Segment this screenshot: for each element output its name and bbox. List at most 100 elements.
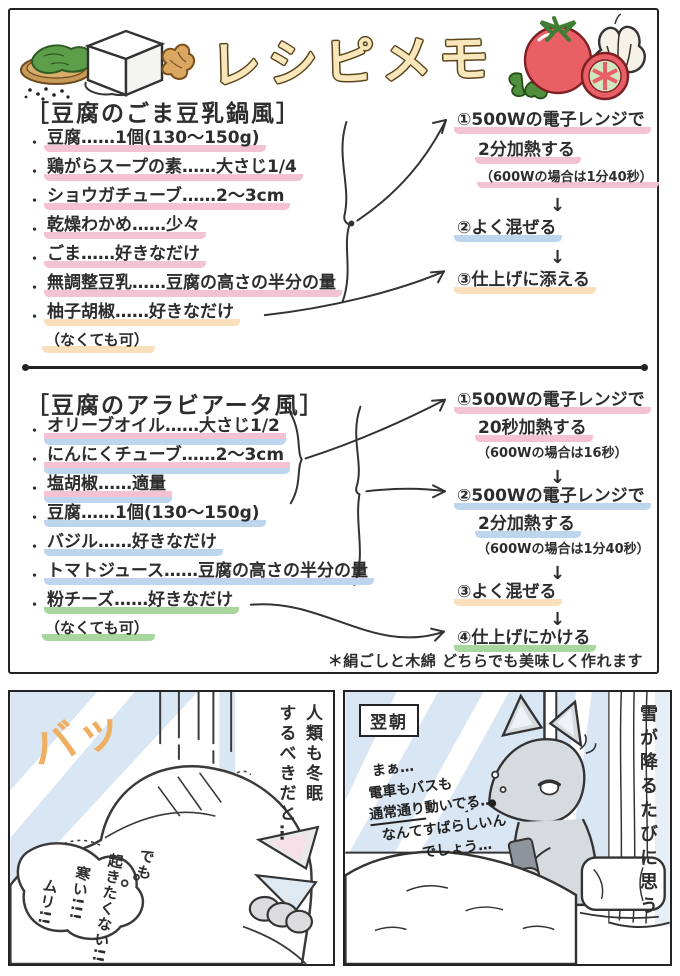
ingredient-row: ・豆腐……1個(130〜150g) <box>28 503 452 532</box>
ingredient-text: オリーブオイル……大さじ1/2 <box>44 416 286 445</box>
ingredient-row: ・柚子胡椒……好きなだけ <box>28 302 452 331</box>
step-line: ①500Wの電子レンジで <box>454 390 659 418</box>
step-note-text: （600Wの場合は1分40秒） <box>477 170 659 189</box>
step-number: ③ <box>457 270 472 290</box>
step-text: 2分加熱する <box>475 140 581 165</box>
down-arrow-icon: ↓ <box>550 195 566 216</box>
ingredient-text: にんにくチューブ……2〜3cm <box>44 445 290 474</box>
step-note-text: （600Wの場合は16秒） <box>477 446 628 461</box>
monologue-vertical-text: 雪が降るたびに思う <box>637 704 658 920</box>
step-text: 仕上げにかける <box>471 628 591 648</box>
ingredient-text: ショウガチューブ……2〜3cm <box>44 186 291 211</box>
ingredient-text: 粉チーズ……好きなだけ <box>44 590 240 615</box>
bullet: ・ <box>28 310 42 325</box>
bullet: ・ <box>28 223 42 238</box>
ingredient-text: 無調整豆乳……豆腐の高さの半分の量 <box>44 273 343 298</box>
bullet: ・ <box>28 194 42 209</box>
ingredient-row: ・オリーブオイル……大さじ1/2 <box>28 416 452 445</box>
ingredient-row: ・乾燥わかめ……少々 <box>28 215 452 244</box>
ingredient-text: 鶏がらスープの素……大さじ1/4 <box>44 157 303 182</box>
ingredient-text: 豆腐……1個(130〜150g) <box>44 128 266 153</box>
down-arrow-icon: ↓ <box>550 563 566 584</box>
recipe2-steps: ①500Wの電子レンジで 20秒加熱する （600Wの場合は16秒） ↓ ②50… <box>454 390 659 656</box>
comic-panel-right: 翌朝 まぁ… 電車もバスも 通常通り動いてる… なんてすばらしいん でしょう… … <box>343 690 672 966</box>
recipe2-ingredients: ・オリーブオイル……大さじ1/2 ・にんにくチューブ……2〜3cm ・塩胡椒……… <box>28 416 452 647</box>
ingredient-row: ・トマトジュース……豆腐の高さの半分の量 <box>28 561 452 590</box>
bullet: ・ <box>28 511 42 526</box>
ingredient-text: 乾燥わかめ……少々 <box>44 215 207 240</box>
monologue-vertical-text: 人類も冬眠 するべきだと… <box>275 704 322 844</box>
step-number: ③ <box>457 582 472 602</box>
shout-text: でも 起きたくない!! 寒い!!! ムリ!! <box>28 831 158 964</box>
step-note: （600Wの場合は16秒） <box>454 446 659 468</box>
ingredient-row: ・ごま……好きなだけ <box>28 244 452 273</box>
ingredient-note: （なくても可） <box>42 619 155 641</box>
step-text: 500Wの電子レンジで <box>471 390 645 410</box>
down-arrow-icon: ↓ <box>550 467 566 488</box>
ingredient-text: 豆腐……1個(130〜150g) <box>44 503 266 528</box>
ingredient-text: 柚子胡椒……好きなだけ <box>44 302 241 327</box>
ingredient-text: トマトジュース……豆腐の高さの半分の量 <box>44 561 374 586</box>
recipe1-heading: ［豆腐のごま豆乳鍋風］ <box>26 101 301 127</box>
step-text: 仕上げに添える <box>471 270 590 290</box>
step-line: ④仕上げにかける <box>454 628 659 656</box>
step-line: ②よく混ぜる <box>454 218 659 248</box>
bullet: ・ <box>28 569 42 584</box>
step-number: ② <box>457 486 472 506</box>
step-line: 20秒加熱する <box>454 418 659 446</box>
step-text: よく混ぜる <box>471 582 557 602</box>
step-line: ③仕上げに添える <box>454 270 659 300</box>
recipe-board: レシピメモ <box>8 8 659 674</box>
step-text: 500Wの電子レンジで <box>471 110 645 130</box>
fox-in-bed-illustration <box>345 692 670 964</box>
ingredient-row: ・無調整豆乳……豆腐の高さの半分の量 <box>28 273 452 302</box>
bullet: ・ <box>28 453 42 468</box>
step-line: ①500Wの電子レンジで <box>454 110 659 140</box>
ingredient-note-row: （なくても可） <box>28 619 452 647</box>
monologue-line: するべきだと… <box>275 704 296 844</box>
bullet: ・ <box>28 165 42 180</box>
step-note: （600Wの場合は1分40秒） <box>454 542 659 564</box>
next-morning-label: 翌朝 <box>359 704 419 737</box>
step-number: ① <box>457 390 472 410</box>
bullet: ・ <box>28 136 42 151</box>
step-line: ②500Wの電子レンジで <box>454 486 659 514</box>
bullet: ・ <box>28 482 42 497</box>
ingredient-row: ・豆腐……1個(130〜150g) <box>28 128 452 157</box>
bullet: ・ <box>28 252 42 267</box>
step-line: 2分加熱する <box>454 140 659 170</box>
down-arrow-icon: ↓ <box>550 247 566 268</box>
ingredient-note-row: （なくても可） <box>28 331 452 359</box>
ingredient-row: ・バジル……好きなだけ <box>28 532 452 561</box>
step-number: ① <box>457 110 472 130</box>
step-note-text: （600Wの場合は1分40秒） <box>477 542 650 557</box>
bullet: ・ <box>28 540 42 555</box>
bullet: ・ <box>28 281 42 296</box>
ingredient-text: 塩胡椒……適量 <box>44 474 172 503</box>
down-arrow-icon: ↓ <box>550 609 566 630</box>
speech-text: まぁ… 電車もバスも 通常通り動いてる… なんてすばらしいん でしょう… <box>365 746 511 870</box>
step-number: ② <box>457 218 472 238</box>
ingredient-row: ・鶏がらスープの素……大さじ1/4 <box>28 157 452 186</box>
page-title: レシピメモ <box>209 29 497 95</box>
step-text: 2分加熱する <box>475 514 581 539</box>
recipe1-steps: ①500Wの電子レンジで 2分加熱する （600Wの場合は1分40秒） ↓ ②よ… <box>454 110 659 300</box>
step-text: よく混ぜる <box>471 218 557 238</box>
bullet: ・ <box>28 424 42 439</box>
ingredient-row: ・にんにくチューブ……2〜3cm <box>28 445 452 474</box>
step-number: ④ <box>457 628 472 648</box>
footnote: ＊絹ごしと木綿 どちらでも美味しく作れます <box>327 652 643 670</box>
step-line: ③よく混ぜる <box>454 582 659 610</box>
step-line: 2分加熱する <box>454 514 659 542</box>
sleeping-character-illustration <box>10 692 320 964</box>
step-note: （600Wの場合は1分40秒） <box>454 170 659 196</box>
bullet: ・ <box>28 598 42 613</box>
comic-panel-left: バッ 人類も冬眠 するべきだと… でも 起きたくない!! 寒い!!! ムリ!! <box>8 690 335 966</box>
section-divider <box>22 363 648 370</box>
ingredient-text: バジル……好きなだけ <box>44 532 224 557</box>
step-text: 20秒加熱する <box>475 418 593 443</box>
ingredient-row: ・粉チーズ……好きなだけ <box>28 590 452 619</box>
recipe2-heading: ［豆腐のアラビアータ風］ <box>26 393 325 419</box>
ingredient-row: ・ショウガチューブ……2〜3cm <box>28 186 452 215</box>
